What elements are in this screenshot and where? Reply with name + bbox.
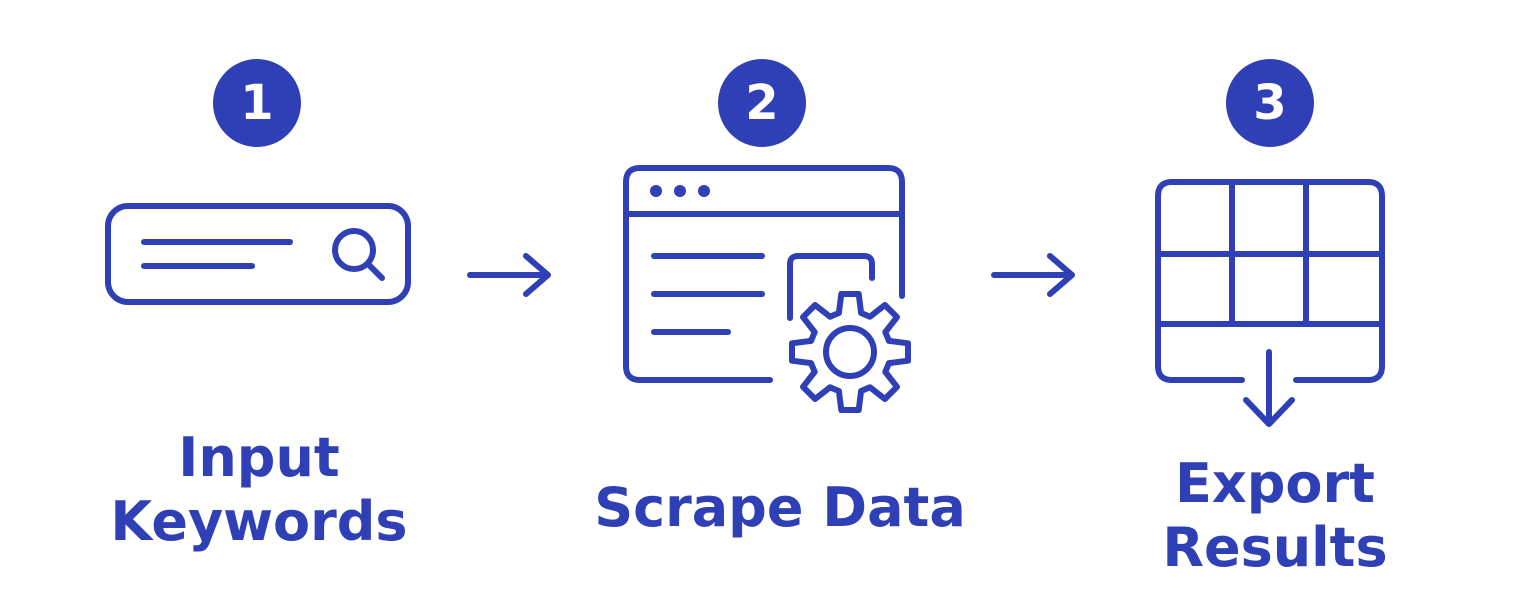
step-1-badge: 1: [213, 59, 301, 147]
table-export-icon: [1155, 179, 1385, 427]
search-bar-icon: [105, 203, 411, 305]
step-2-badge: 2: [718, 59, 806, 147]
step-3-label: Export Results: [1110, 452, 1440, 580]
step-3-label-line-1: Export: [1175, 452, 1375, 515]
step-3-label-line-2: Results: [1162, 516, 1388, 579]
gear-icon: [789, 291, 911, 413]
step-1-number: 1: [240, 75, 274, 131]
table-frame: [1155, 179, 1385, 383]
magnifier-glass: [332, 228, 376, 272]
browser-content-panel: [787, 253, 875, 321]
magnifier-handle: [365, 261, 385, 281]
step-2-label-line-1: Scrape Data: [594, 476, 966, 539]
browser-window-frame: [623, 165, 905, 383]
step-2-label: Scrape Data: [590, 476, 970, 540]
gear-hub: [823, 325, 877, 379]
step-3-number: 3: [1253, 75, 1287, 131]
step-1-label: Input Keywords: [96, 426, 422, 554]
arrow-right-icon: [991, 253, 1075, 297]
step-2-number: 2: [745, 75, 779, 131]
step-3-badge: 3: [1226, 59, 1314, 147]
arrow-right-icon: [467, 253, 551, 297]
step-1-label-line-1: Input: [178, 426, 340, 489]
browser-gear-icon: [623, 165, 911, 413]
step-1-label-line-2: Keywords: [110, 490, 408, 553]
search-bar-frame: [105, 203, 411, 305]
download-arrow-head: [1243, 397, 1295, 427]
